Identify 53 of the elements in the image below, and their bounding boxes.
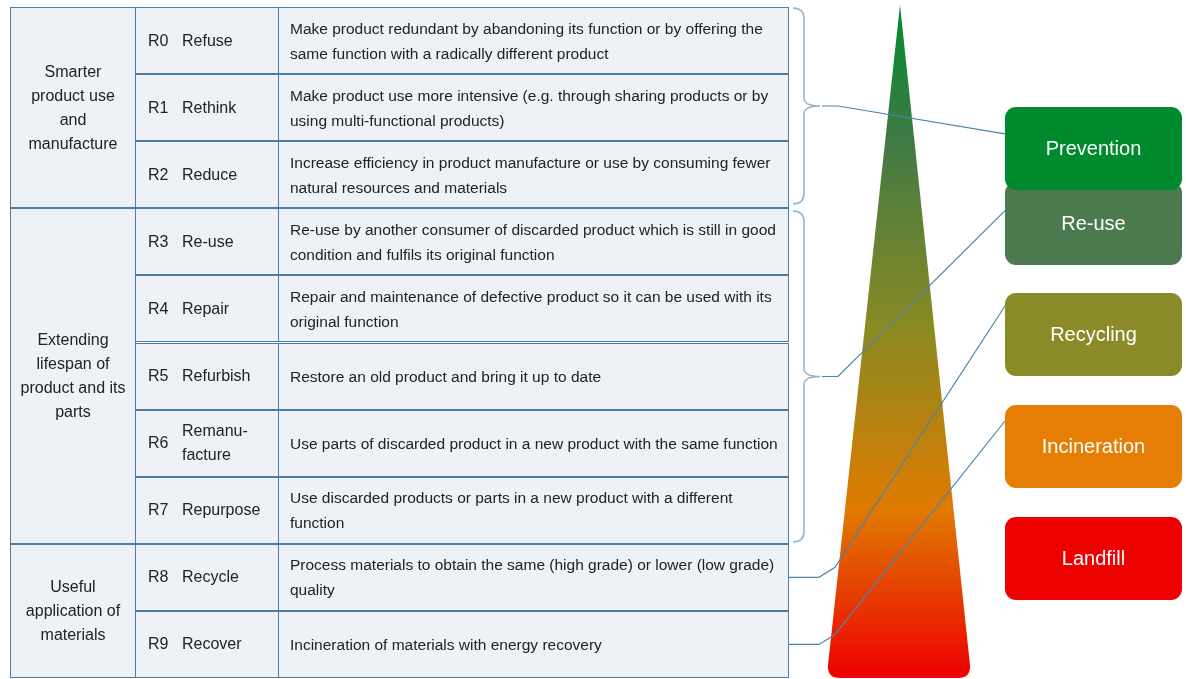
table-row (135, 409, 789, 477)
r-code: R6 (148, 434, 169, 453)
table-row (135, 275, 789, 343)
strategy-description: Restore an old product and bring it up to date (290, 366, 603, 387)
connector-line (821, 210, 1006, 378)
strategy-description: Make product use more intensive (e.g. through sharing products or by using multi-functional products) (290, 85, 770, 131)
group-cell: Smarter product use and manufacture (10, 7, 136, 209)
table-row (135, 342, 789, 410)
strategy-description: Re-use by another consumer of discarded product which is still in good condition and fulfils its original function (290, 219, 777, 265)
group-cell: Useful application of materials (10, 543, 136, 678)
category-box: Landfill (1005, 517, 1182, 600)
strategy-description: Make product redundant by abandoning its function or by offering the same function with a radically different product (290, 18, 764, 64)
r-code: R2 (148, 165, 169, 184)
table-row (135, 476, 789, 544)
category-box: Prevention (1005, 107, 1182, 190)
strategy-name: Refuse (182, 30, 234, 51)
table-row (135, 7, 789, 75)
strategy-name: Repair (182, 298, 231, 319)
r-code: R7 (148, 501, 169, 520)
strategy-name: Recycle (182, 567, 240, 588)
strategy-description: Use parts of discarded product in a new product with the same function (290, 433, 779, 454)
strategy-description: Incineration of materials with energy recovery (290, 634, 603, 655)
r-code: R3 (148, 232, 169, 251)
strategy-name: Recover (182, 634, 243, 655)
table-row (135, 610, 789, 678)
curly-brace (792, 210, 822, 543)
strategy-description: Increase efficiency in product manufacture or use by consuming fewer natural resources and materials (290, 152, 772, 198)
strategy-description: Process materials to obtain the same (high grade) or lower (low grade) quality (290, 555, 776, 601)
table-row (135, 74, 789, 142)
strategy-name: Repurpose (182, 500, 262, 521)
strategy-name: Refurbish (182, 366, 252, 387)
r-code: R8 (148, 568, 169, 587)
strategy-name: Rethink (182, 97, 238, 118)
strategy-name: Reduce (182, 164, 239, 185)
group-cell: Extending lifespan of product and its parts (10, 208, 136, 544)
connector-line (788, 305, 1006, 578)
strategy-name: Remanu-facture (182, 421, 249, 466)
r-code: R9 (148, 635, 169, 654)
table-row (135, 543, 789, 611)
curly-brace (792, 7, 822, 205)
connector-line (821, 105, 1006, 135)
r-code: R0 (148, 31, 169, 50)
category-box: Recycling (1005, 293, 1182, 376)
connector-line (788, 420, 1006, 646)
r-code: R5 (148, 367, 169, 386)
category-box: Incineration (1005, 405, 1182, 488)
r-code: R4 (148, 299, 169, 318)
table-row (135, 141, 789, 209)
strategy-description: Use discarded products or parts in a new product with a different function (290, 488, 734, 534)
r-code: R1 (148, 98, 169, 117)
table-row (135, 208, 789, 276)
strategy-name: Re-use (182, 231, 235, 252)
strategy-description: Repair and maintenance of defective product so it can be used with its original function (290, 286, 773, 332)
